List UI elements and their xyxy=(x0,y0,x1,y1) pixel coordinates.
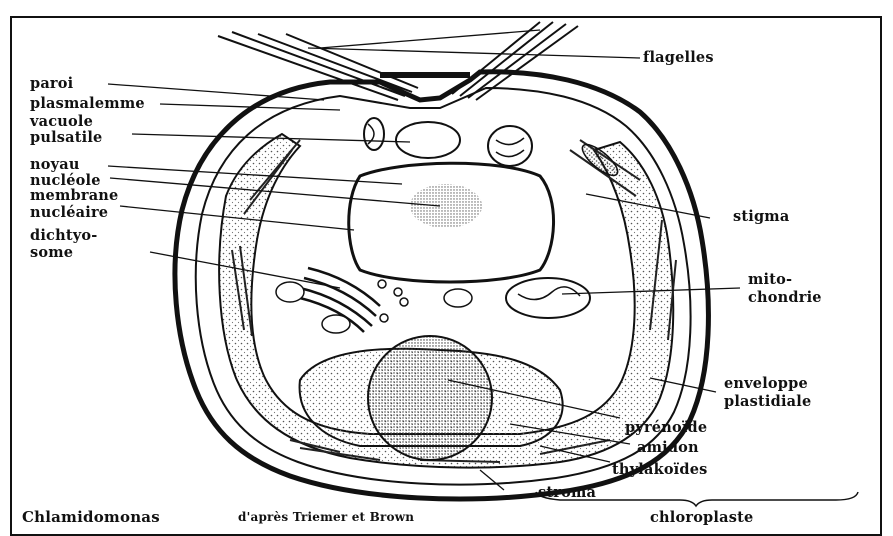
label-pulsatile: pulsatile xyxy=(30,130,103,145)
label-nucleaire: nucléaire xyxy=(30,205,108,220)
mitochondrion-top-right xyxy=(488,126,532,166)
mitochondrion xyxy=(506,278,590,318)
pyrenoid xyxy=(368,336,492,460)
label-vacuole: vacuole xyxy=(30,114,93,129)
label-membrane: membrane xyxy=(30,188,118,203)
apical-papilla xyxy=(380,72,470,78)
nucleolus xyxy=(410,184,482,228)
label-plastidiale: plastidiale xyxy=(724,394,811,409)
label-chondrie: chondrie xyxy=(748,290,822,305)
label-noyau: noyau xyxy=(30,157,80,172)
label-stigma: stigma xyxy=(733,209,789,224)
vesicles xyxy=(276,280,472,333)
label-paroi: paroi xyxy=(30,76,73,91)
label-thylakoides: thylakoïdes xyxy=(612,462,708,477)
label-dichtyo: dichtyo- xyxy=(30,228,97,243)
contractile-vacuole xyxy=(396,122,460,158)
label-pyrenoide: pyrénoïde xyxy=(625,420,707,435)
label-amidon: amidon xyxy=(637,440,699,455)
chlamydomonas-cell-diagram xyxy=(0,0,893,523)
label-flagelles: flagelles xyxy=(643,50,714,65)
label-mito: mito- xyxy=(748,272,792,287)
label-plasmalemme: plasmalemme xyxy=(30,96,145,111)
label-some: some xyxy=(30,245,73,260)
label-enveloppe: enveloppe xyxy=(724,376,808,391)
label-nucleole: nucléole xyxy=(30,173,101,188)
label-stroma: stroma xyxy=(538,485,596,500)
